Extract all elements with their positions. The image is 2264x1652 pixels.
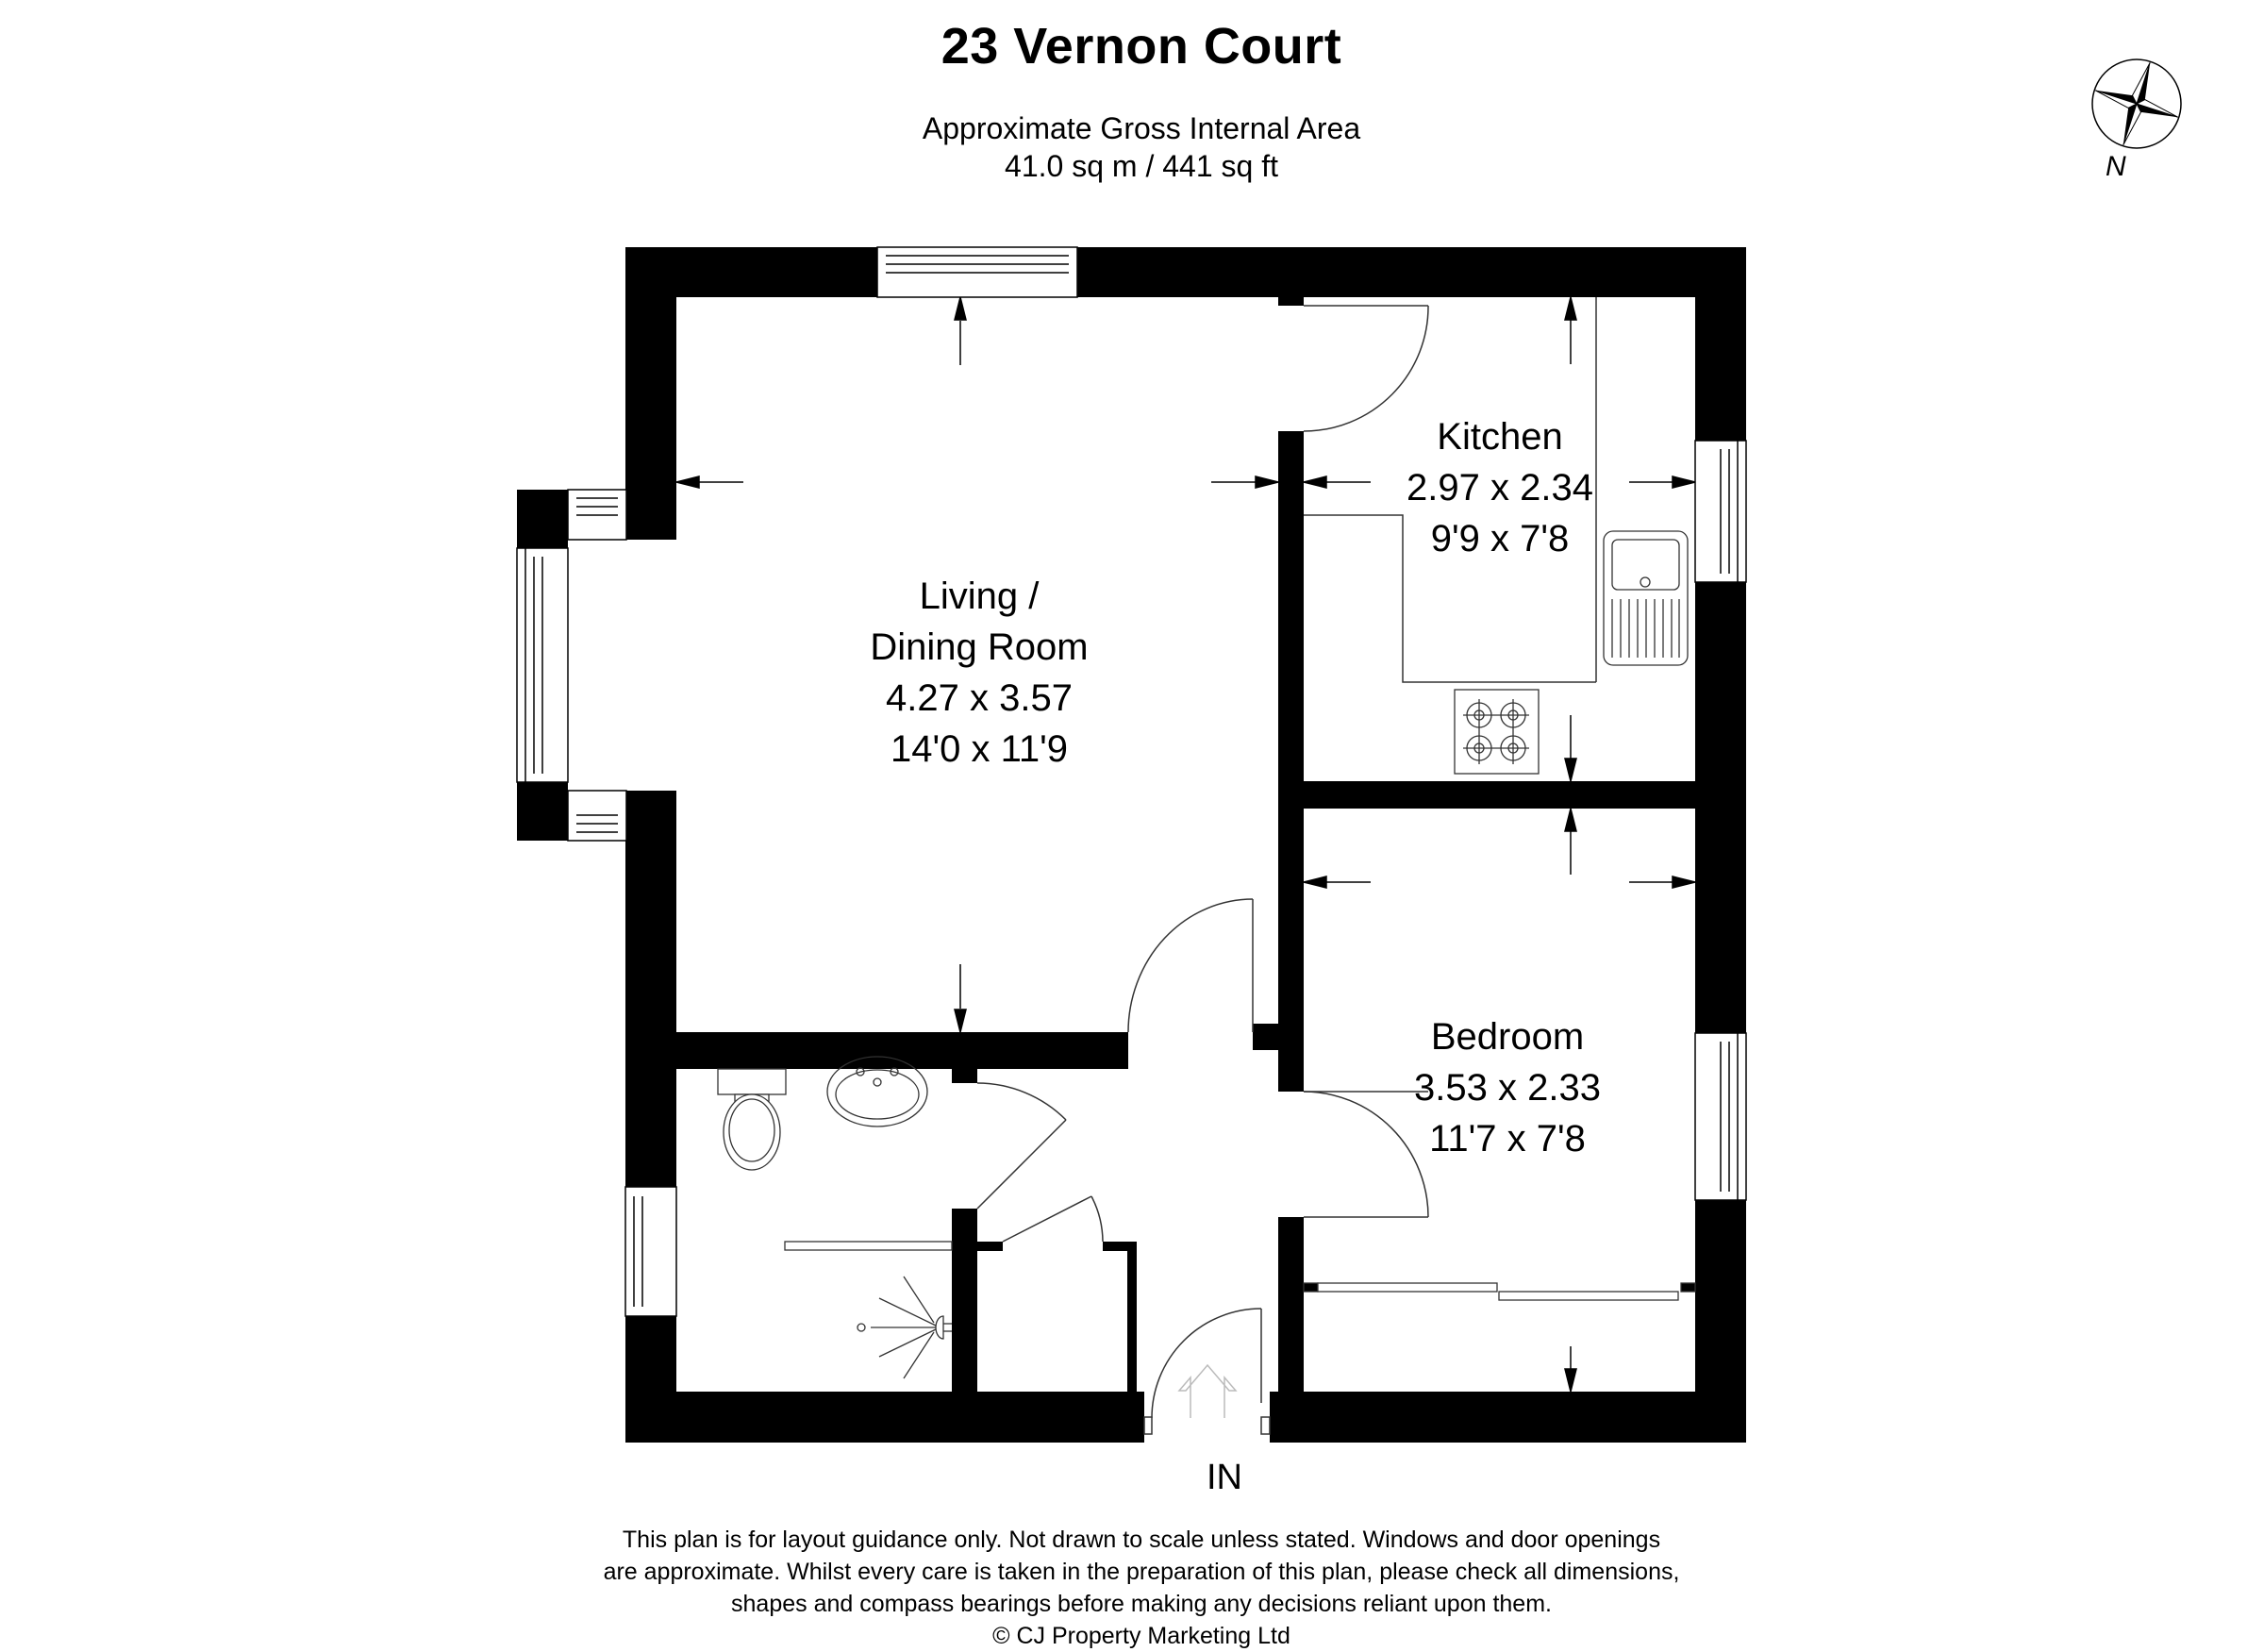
area-value: 41.0 sq m / 441 sq ft xyxy=(1005,149,1278,183)
room-name-line2: Dining Room xyxy=(870,626,1089,668)
basin-icon xyxy=(826,1056,928,1127)
disclaimer: This plan is for layout guidance only. N… xyxy=(0,1524,2264,1652)
page-title: 23 Vernon Court xyxy=(941,18,1342,75)
room-name: Bedroom xyxy=(1430,1016,1585,1058)
room-bedroom: Bedroom 3.53 x 2.33 11'7 x 7'8 xyxy=(1414,1011,1601,1164)
gross-internal-area: Approximate Gross Internal Area 41.0 sq … xyxy=(0,109,2264,185)
hob-icon xyxy=(1454,689,1540,775)
disclaimer-line: This plan is for layout guidance only. N… xyxy=(622,1527,1661,1553)
walls xyxy=(517,247,1746,1443)
room-metric: 2.97 x 2.34 xyxy=(1407,467,1593,509)
dimension-arrows xyxy=(675,296,1696,1393)
room-name: Kitchen xyxy=(1437,416,1563,458)
entrance-arrow-icon xyxy=(1177,1363,1238,1418)
room-living-dining: Living / Dining Room 4.27 x 3.57 14'0 x … xyxy=(870,571,1088,775)
kitchen-counters xyxy=(1304,297,1597,683)
disclaimer-line: shapes and compass bearings before makin… xyxy=(731,1591,1552,1617)
compass-north-label: N xyxy=(2106,151,2126,182)
sink-icon xyxy=(1603,530,1689,666)
area-label: Approximate Gross Internal Area xyxy=(922,111,1361,145)
wardrobe-icon xyxy=(1303,1282,1696,1301)
room-metric: 4.27 x 3.57 xyxy=(886,677,1073,719)
doors xyxy=(976,305,1429,1435)
entrance-text: IN xyxy=(1207,1458,1242,1497)
toilet-icon xyxy=(717,1068,787,1171)
room-kitchen: Kitchen 2.97 x 2.34 9'9 x 7'8 xyxy=(1407,411,1593,564)
windows xyxy=(516,246,1747,1317)
copyright: © CJ Property Marketing Ltd xyxy=(992,1623,1290,1649)
room-name: Living / xyxy=(919,576,1040,617)
room-imperial: 11'7 x 7'8 xyxy=(1429,1118,1586,1160)
room-imperial: 14'0 x 11'9 xyxy=(890,728,1068,770)
room-imperial: 9'9 x 7'8 xyxy=(1430,518,1570,559)
compass-rose-icon xyxy=(2091,58,2182,149)
disclaimer-line: are approximate. Whilst every care is ta… xyxy=(603,1559,1680,1585)
room-metric: 3.53 x 2.33 xyxy=(1414,1067,1601,1109)
shower-icon xyxy=(784,1241,953,1379)
